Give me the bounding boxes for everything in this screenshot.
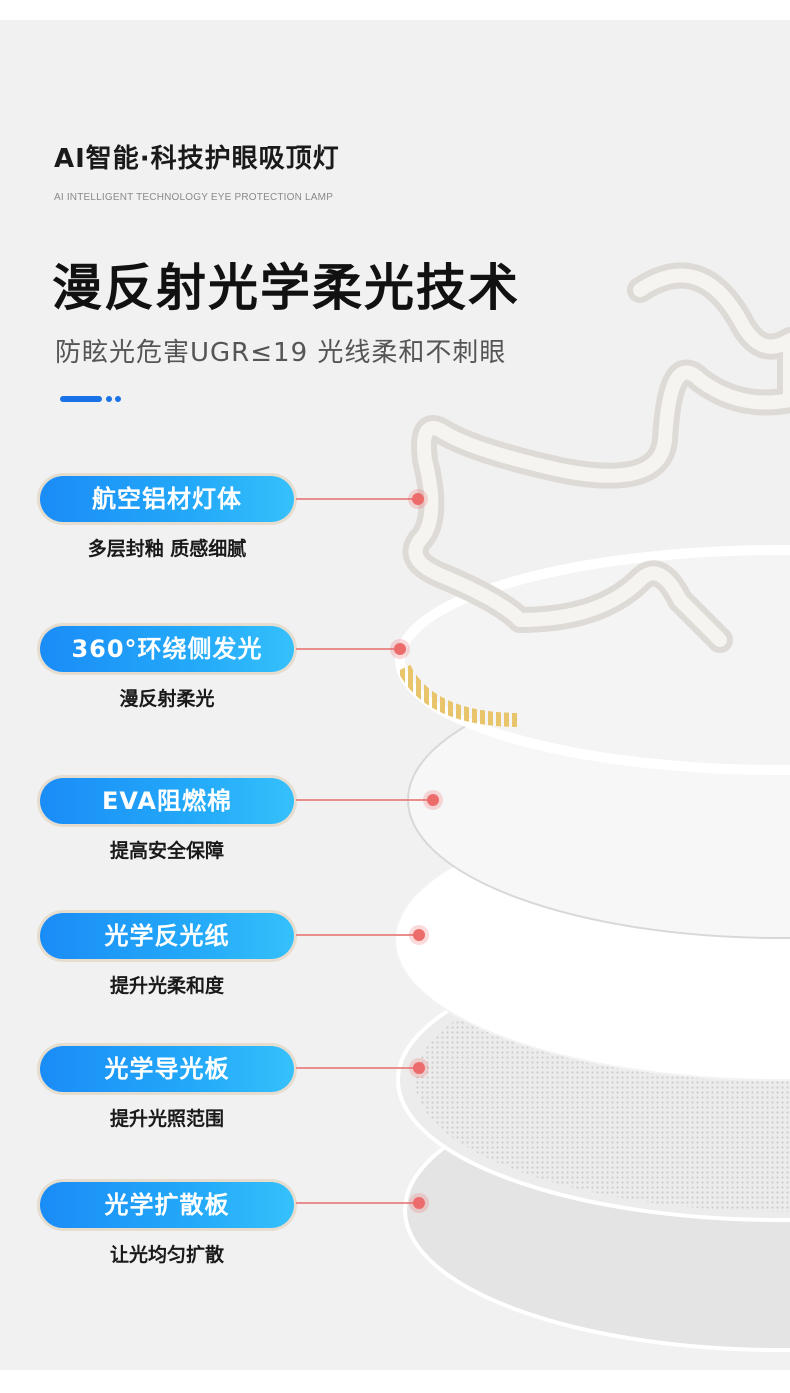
leader-line: [296, 934, 414, 936]
feature-caption: 漫反射柔光: [119, 688, 215, 710]
feature-pill-light-guide: 光学导光板: [40, 1046, 294, 1092]
feature-pill-diffuser: 光学扩散板: [40, 1182, 294, 1228]
feature-pill-aluminum-body: 航空铝材灯体: [40, 476, 294, 522]
feature-caption: 让光均匀扩散: [109, 1244, 224, 1266]
leader-dot: [413, 1197, 425, 1209]
page-headline: 漫反射光学柔光技术: [52, 259, 520, 317]
leader-line: [296, 648, 396, 650]
content-panel: AI智能·科技护眼吸顶灯 AI INTELLIGENT TECHNOLOGY E…: [0, 20, 790, 1370]
feature-caption: 提升光柔和度: [109, 975, 224, 997]
page-subheadline: 防眩光危害UGR≤19 光线柔和不刺眼: [55, 338, 507, 368]
accent-dot: [115, 396, 121, 402]
brand-subtitle: AI INTELLIGENT TECHNOLOGY EYE PROTECTION…: [54, 192, 334, 203]
leader-dot: [394, 643, 406, 655]
accent-bar: [60, 396, 102, 402]
feature-caption: 提升光照范围: [109, 1108, 224, 1130]
leader-dot: [427, 794, 439, 806]
feature-pill-reflective-paper: 光学反光纸: [40, 913, 294, 959]
leader-dot: [413, 1062, 425, 1074]
leader-dot: [412, 493, 424, 505]
lamp-exploded-illustration: [394, 262, 790, 1352]
leader-dot: [413, 929, 425, 941]
feature-caption: 多层封釉 质感细腻: [87, 538, 247, 560]
leader-line: [296, 1202, 416, 1204]
feature-pill-eva-foam: EVA阻燃棉: [40, 778, 294, 824]
feature-caption: 提高安全保障: [109, 840, 224, 862]
accent-dot: [106, 396, 112, 402]
feature-pill-side-emitting: 360°环绕侧发光: [40, 626, 294, 672]
brand-title: AI智能·科技护眼吸顶灯: [54, 144, 340, 174]
leader-line: [296, 1067, 414, 1069]
leader-line: [296, 498, 416, 500]
leader-line: [296, 799, 428, 801]
